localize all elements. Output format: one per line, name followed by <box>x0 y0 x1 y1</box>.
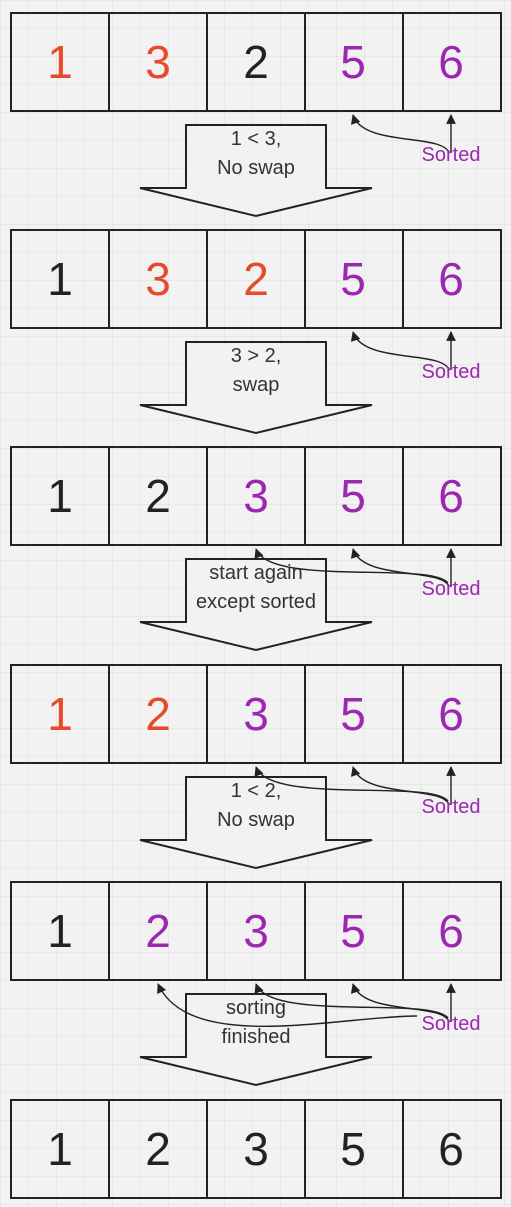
sorted-label: Sorted <box>422 361 481 383</box>
pointer-arrow <box>254 766 449 802</box>
step-5: sorting finished Sorted <box>139 983 481 1087</box>
cell-value: 3 <box>243 688 269 740</box>
sorted-label: Sorted <box>422 1013 481 1035</box>
step-3: start again except sorted Sorted <box>139 548 481 652</box>
array-row-2: 1 3 2 5 6 <box>10 229 502 329</box>
step-caption: No swap <box>217 809 295 831</box>
sorted-pointer-arrows <box>254 548 456 588</box>
step-caption: 1 < 3, <box>231 128 282 150</box>
array-row-border <box>10 12 502 112</box>
step-4: 1 < 2, No swap Sorted <box>139 766 481 870</box>
cell-value: 5 <box>340 905 366 957</box>
pointer-arrow <box>254 983 449 1019</box>
pointer-arrow <box>157 983 418 1027</box>
sorted-label: Sorted <box>422 796 481 818</box>
pointer-arrow <box>350 331 450 371</box>
cell-value: 6 <box>438 470 464 522</box>
step-caption: finished <box>222 1026 291 1048</box>
pointer-arrow <box>350 548 450 588</box>
sorted-label: Sorted <box>422 144 481 166</box>
cell-value: 6 <box>438 688 464 740</box>
pointer-arrow <box>350 114 450 154</box>
step-caption: 1 < 2, <box>231 780 282 802</box>
array-row-1: 1 3 2 5 6 <box>10 12 502 112</box>
cell-value: 5 <box>340 1123 366 1175</box>
cell-value: 6 <box>438 36 464 88</box>
sorted-pointer-arrows <box>254 766 456 806</box>
cell-value: 2 <box>243 253 269 305</box>
pointer-arrow <box>254 548 449 584</box>
array-row-border <box>10 881 502 981</box>
array-row-3: 1 2 3 5 6 <box>10 446 502 546</box>
step-caption: 3 > 2, <box>231 345 282 367</box>
cell-value: 2 <box>145 905 171 957</box>
cell-value: 3 <box>145 253 171 305</box>
cell-value: 1 <box>47 905 73 957</box>
cell-value: 5 <box>340 253 366 305</box>
down-arrow-shape <box>139 124 373 218</box>
cell-value: 6 <box>438 905 464 957</box>
step-caption: start again <box>209 562 302 584</box>
cell-value: 1 <box>47 1123 73 1175</box>
step-1: 1 < 3, No swap Sorted <box>139 114 481 218</box>
pointer-arrow <box>350 983 450 1023</box>
step-2: 3 > 2, swap Sorted <box>139 331 481 435</box>
cell-value: 1 <box>47 688 73 740</box>
cell-value: 5 <box>340 36 366 88</box>
array-row-4: 1 2 3 5 6 <box>10 664 502 764</box>
cell-value: 2 <box>243 36 269 88</box>
array-row-border <box>10 229 502 329</box>
sorted-label: Sorted <box>422 578 481 600</box>
cell-value: 3 <box>243 1123 269 1175</box>
cell-value: 2 <box>145 688 171 740</box>
sorted-pointer-arrows <box>350 331 456 371</box>
step-caption: No swap <box>217 157 295 179</box>
sorted-pointer-arrows <box>157 983 456 1027</box>
down-arrow-shape <box>139 776 373 870</box>
cell-value: 5 <box>340 470 366 522</box>
cell-value: 1 <box>47 253 73 305</box>
cell-value: 6 <box>438 253 464 305</box>
cell-value: 3 <box>243 470 269 522</box>
down-arrow-shape <box>139 341 373 435</box>
cell-value: 3 <box>243 905 269 957</box>
array-row-border <box>10 446 502 546</box>
step-caption: except sorted <box>196 591 316 613</box>
step-caption: swap <box>233 374 280 396</box>
cell-value: 3 <box>145 36 171 88</box>
pointer-arrow <box>350 766 450 806</box>
cell-value: 6 <box>438 1123 464 1175</box>
cell-value: 2 <box>145 1123 171 1175</box>
down-arrow-shape <box>139 558 373 652</box>
array-row-border <box>10 664 502 764</box>
step-caption: sorting <box>226 997 286 1019</box>
array-row-6: 1 2 3 5 6 <box>10 1099 502 1199</box>
sorted-pointer-arrows <box>350 114 456 154</box>
array-row-5: 1 2 3 5 6 <box>10 881 502 981</box>
cell-value: 1 <box>47 470 73 522</box>
cell-value: 1 <box>47 36 73 88</box>
cell-value: 5 <box>340 688 366 740</box>
array-row-border <box>10 1099 502 1199</box>
cell-value: 2 <box>145 470 171 522</box>
